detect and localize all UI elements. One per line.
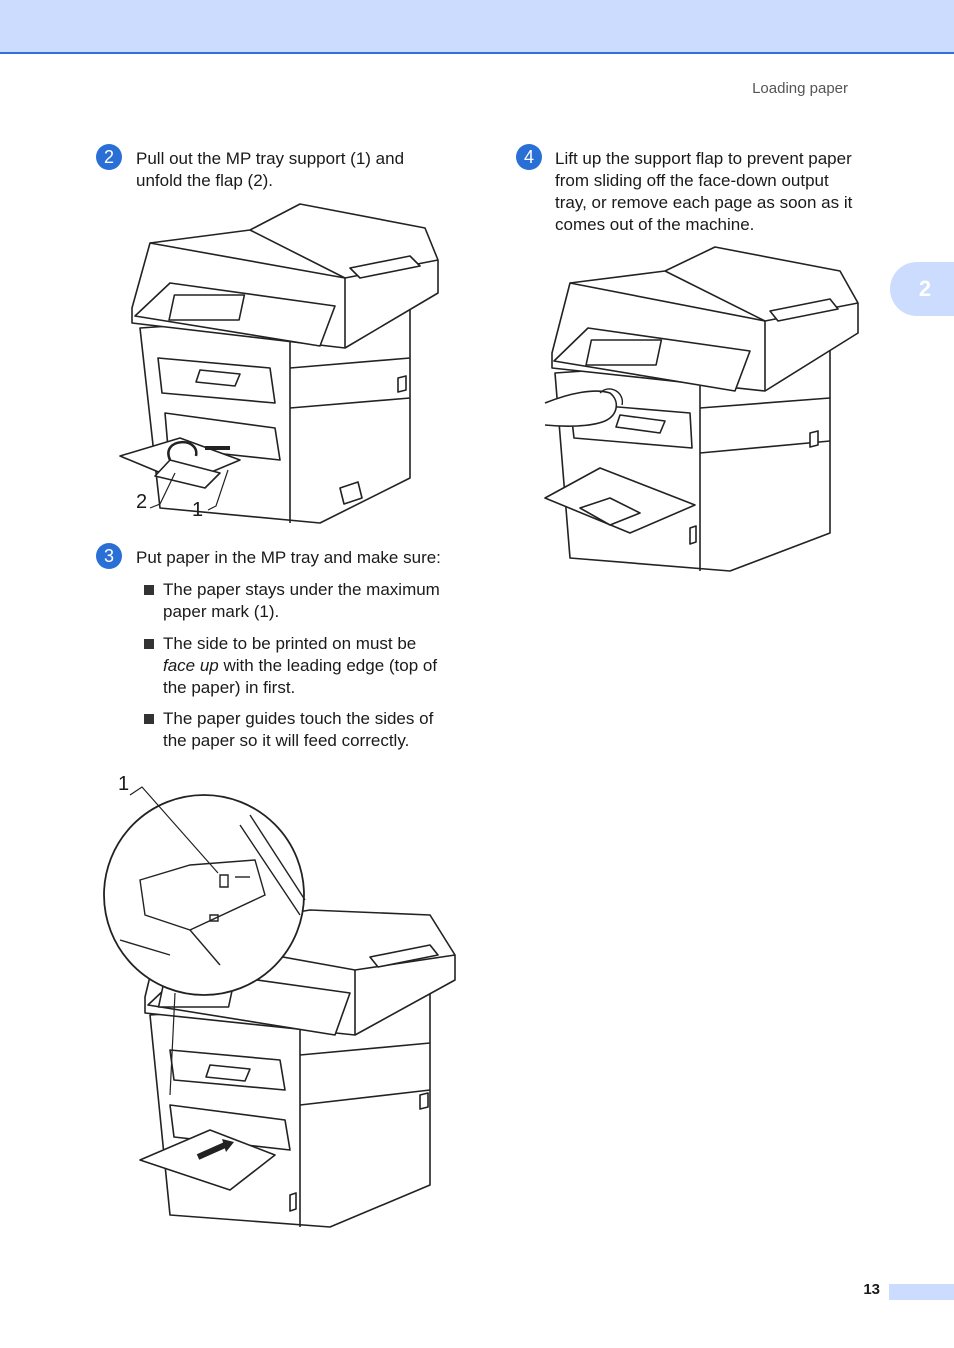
footer-bar bbox=[889, 1284, 954, 1300]
bullet-square-icon bbox=[144, 585, 154, 595]
step-4-line-4: comes out of the machine. bbox=[555, 215, 755, 234]
step-4-line-1: Lift up the support flap to prevent pape… bbox=[555, 149, 852, 168]
chapter-number: 2 bbox=[918, 276, 932, 301]
arrow-icon bbox=[196, 1142, 227, 1160]
step-4-text: Lift up the support flap to prevent pape… bbox=[555, 148, 895, 236]
bullet-max-mark: The paper stays under the maximum paper … bbox=[143, 579, 463, 623]
printer-illustration bbox=[544, 246, 859, 572]
bullet-square-icon bbox=[144, 639, 154, 649]
step-2-line-2: unfold the flap (2). bbox=[136, 171, 274, 190]
step-3-text: Put paper in the MP tray and make sure: bbox=[136, 547, 476, 569]
callout-max-mark: 1 bbox=[118, 773, 129, 795]
bullet-paper-guides: The paper guides touch the sides of the … bbox=[143, 708, 463, 752]
step-badge-4: 4 bbox=[516, 144, 542, 170]
printer-illustration: 2 1 bbox=[119, 203, 439, 524]
step-4-line-2: from sliding off the face-down output bbox=[555, 171, 829, 190]
magnifier-circle bbox=[103, 794, 305, 996]
figure-paper-in-tray: 1 bbox=[100, 765, 460, 1230]
arrow-icon bbox=[222, 1139, 234, 1152]
running-head: Loading paper bbox=[752, 80, 848, 97]
step-4-line-3: tray, or remove each page as soon as it bbox=[555, 193, 853, 212]
printer-illustration: 1 bbox=[103, 773, 456, 1228]
header-band bbox=[0, 0, 954, 54]
arrow-icon bbox=[167, 441, 198, 461]
chapter-tab: 2 bbox=[890, 262, 954, 316]
figure-mp-tray-support: 2 1 bbox=[110, 198, 450, 528]
bullet-face-up: The side to be printed on must be face u… bbox=[143, 633, 463, 699]
callout-flap: 2 bbox=[136, 491, 147, 513]
step-badge-3: 3 bbox=[96, 543, 122, 569]
step-2-text: Pull out the MP tray support (1) and unf… bbox=[136, 148, 466, 192]
step-badge-2: 2 bbox=[96, 144, 122, 170]
bullet-square-icon bbox=[144, 714, 154, 724]
callout-support: 1 bbox=[192, 499, 203, 521]
step-3-line-1: Put paper in the MP tray and make sure: bbox=[136, 548, 441, 567]
step-2-line-1: Pull out the MP tray support (1) and bbox=[136, 149, 405, 168]
figure-support-flap bbox=[540, 243, 870, 575]
page-number: 13 bbox=[863, 1281, 880, 1298]
